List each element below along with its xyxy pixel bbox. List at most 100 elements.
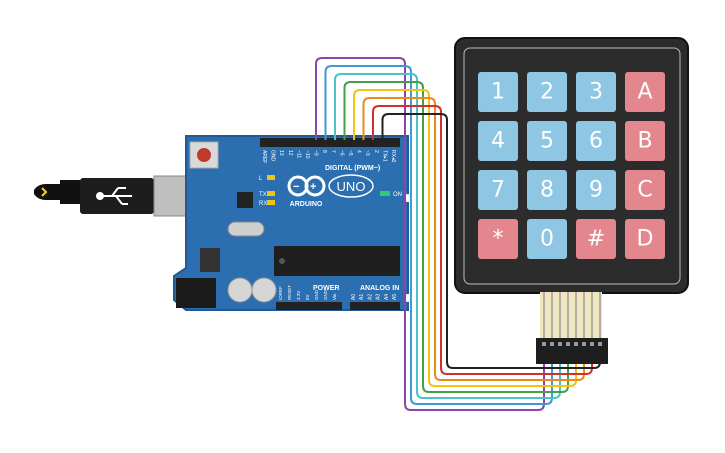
analog-label: ANALOG IN [360, 285, 399, 292]
keypad-key-label: 3 [589, 80, 603, 105]
wires[interactable] [315, 57, 601, 411]
keypad-key-label: 4 [491, 129, 505, 154]
on-label: ON [393, 192, 402, 198]
digital-pin-label: 4 [356, 150, 362, 153]
usb-chip [237, 192, 253, 208]
analog-pin-label: A4 [384, 294, 390, 300]
keypad-key-label: C [637, 178, 652, 203]
crystal [227, 221, 265, 237]
board-brand: ARDUINO [290, 201, 323, 208]
power-pin-label: 3.3V [296, 291, 301, 300]
svg-text:L: L [259, 176, 263, 182]
on-led [380, 191, 390, 196]
power-jack[interactable] [176, 278, 216, 308]
digital-pin-label: 8 [321, 150, 327, 153]
wire[interactable] [362, 97, 585, 381]
keypad-connector[interactable] [536, 338, 608, 364]
analog-pin-label: A2 [367, 294, 373, 300]
power-label: POWER [313, 285, 339, 292]
digital-pin-label: 12 [287, 150, 293, 156]
keypad-key-A[interactable]: A [625, 72, 665, 112]
digital-pin-label: 2 [373, 150, 379, 153]
keypad-key-*[interactable]: * [478, 219, 518, 259]
analog-header[interactable] [350, 302, 400, 310]
power-pin-label: IOREF [278, 286, 283, 300]
wire[interactable] [372, 105, 593, 375]
onboard-leds: L TX RX [259, 175, 275, 207]
keypad-key-D[interactable]: D [625, 219, 665, 259]
keypad-key-B[interactable]: B [625, 121, 665, 161]
keypad-key-1[interactable]: 1 [478, 72, 518, 112]
wire[interactable] [381, 113, 601, 369]
keypad-key-label: * [493, 227, 504, 252]
keypad-key-label: 7 [491, 178, 505, 203]
keypad-key-7[interactable]: 7 [478, 170, 518, 210]
keypad-key-2[interactable]: 2 [527, 72, 567, 112]
digital-pin-label: ~5 [347, 150, 353, 156]
usb-icon [96, 187, 132, 205]
keypad-key-0[interactable]: 0 [527, 219, 567, 259]
microcontroller-chip [274, 246, 400, 276]
usb-cable[interactable] [34, 175, 195, 217]
digital-pin-label: GND [270, 150, 276, 162]
wire[interactable] [324, 65, 553, 405]
analog-pin-label: A1 [359, 294, 365, 300]
digital-pin-label: ~11 [295, 150, 301, 158]
analog-pin-label: A0 [351, 294, 357, 300]
digital-pin-label: 13 [278, 150, 284, 156]
wire[interactable] [334, 73, 561, 399]
keypad-key-label: # [587, 227, 605, 252]
svg-text:+: + [310, 181, 316, 193]
keypad-key-label: B [637, 129, 652, 154]
digital-pin-label: 7 [330, 150, 336, 153]
svg-text:RX: RX [259, 201, 267, 207]
arduino-logo: − + UNO ARDUINO [287, 174, 374, 208]
keypad-key-label: A [637, 80, 652, 105]
voltage-regulator [200, 248, 220, 272]
reset-button[interactable] [197, 148, 211, 162]
keypad-key-label: 5 [540, 129, 554, 154]
keypad-key-label: 0 [540, 227, 554, 252]
digital-pin-label: ~10 [304, 150, 310, 159]
keypad-key-#[interactable]: # [576, 219, 616, 259]
power-pin-label: Vin [332, 293, 337, 300]
keypad-ribbon-cable [540, 292, 602, 338]
analog-pin-label: A5 [392, 294, 398, 300]
keypad-key-5[interactable]: 5 [527, 121, 567, 161]
power-pin-label: RESET [287, 285, 292, 300]
keypad-key-label: 1 [491, 80, 505, 105]
digital-pin-label: RX◂0 [390, 150, 396, 162]
wire[interactable] [315, 57, 545, 411]
keypad-key-label: 8 [540, 178, 554, 203]
keypad-key-6[interactable]: 6 [576, 121, 616, 161]
svg-text:TX: TX [259, 192, 267, 198]
keypad-key-3[interactable]: 3 [576, 72, 616, 112]
keypad[interactable]: 1 2 3 A 4 5 6 B 7 8 9 C * 0 # D [454, 37, 689, 364]
wire[interactable] [343, 81, 569, 393]
digital-pin-label: ~9 [313, 150, 319, 156]
digital-pin-label: ~6 [338, 150, 344, 156]
power-header[interactable] [276, 302, 342, 310]
keypad-key-label: 9 [589, 178, 603, 203]
capacitor [251, 277, 277, 303]
capacitor [227, 277, 253, 303]
keypad-key-4[interactable]: 4 [478, 121, 518, 161]
analog-pin-label: A3 [376, 294, 382, 300]
wire[interactable] [353, 89, 577, 387]
digital-pin-label: TX▸1 [381, 150, 387, 162]
digital-pin-label: ~3 [364, 150, 370, 156]
keypad-key-label: 2 [540, 80, 554, 105]
power-pin-label: GND [314, 289, 319, 300]
digital-header-label: DIGITAL (PWM~) [325, 165, 380, 172]
keypad-key-9[interactable]: 9 [576, 170, 616, 210]
keypad-key-label: D [637, 227, 654, 252]
keypad-key-8[interactable]: 8 [527, 170, 567, 210]
digital-header[interactable] [260, 138, 400, 147]
keypad-key-label: 6 [589, 129, 603, 154]
board-name: UNO [337, 179, 366, 194]
keypad-key-C[interactable]: C [625, 170, 665, 210]
power-pin-label: GND [323, 289, 328, 300]
digital-pin-label: AREF [261, 150, 267, 163]
